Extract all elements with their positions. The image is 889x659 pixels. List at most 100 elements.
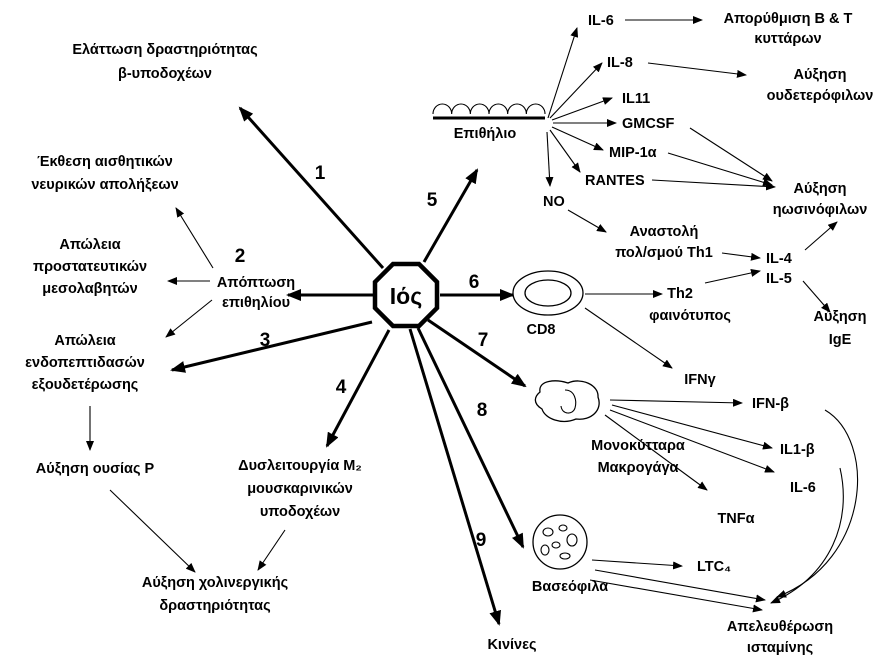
basophil-granule — [566, 533, 578, 547]
th2-phenotype: Th2 φαινότυπος — [649, 286, 731, 324]
arrow-epithelium-to-il6 — [547, 27, 579, 119]
arrow-monocyte-to-tnf-alpha — [604, 414, 708, 491]
arrow-epithelium-to-il8 — [549, 62, 603, 119]
mediator-ltc4: LTC₄ — [697, 559, 731, 575]
histamine-line-1: Απελευθέρωση — [727, 619, 833, 635]
epithelium-node: Επιθήλιο — [432, 103, 546, 142]
basophil-cell — [532, 514, 588, 570]
ige-line-1: Αύξηση — [813, 309, 866, 325]
ige-line-2: IgE — [829, 332, 852, 348]
epithelium-label: Επιθήλιο — [454, 126, 517, 142]
pathway-number-2: 2 — [235, 246, 246, 267]
arrow-apoptosis-to-sensory — [175, 207, 214, 269]
basophil-granule — [559, 552, 571, 560]
m2-dysfunction-line-2: μουσκαρινικών — [247, 481, 353, 497]
cd8-cell-inner — [524, 279, 572, 307]
eosinophils-outcome: Αύξηση ηωσινόφιλων — [773, 181, 868, 218]
arrow-rantes-to-eosinophils — [651, 179, 776, 191]
epithelial-apoptosis-line-2: επιθηλίου — [222, 295, 290, 311]
epithelial-apoptosis-effect: Απόπτωση επιθηλίου — [217, 275, 295, 311]
mediator-gmcsf: GMCSF — [622, 116, 675, 132]
sensory-nerves-effect: Έκθεση αισθητικών νευρικών απολήξεων — [31, 154, 178, 193]
cytokine-il5: IL-5 — [766, 271, 792, 287]
endopeptidases-line-2: ενδοπεπτιδασών — [25, 355, 145, 371]
pathway-number-5: 5 — [427, 190, 438, 211]
protective-mediators-line-1: Απώλεια — [59, 237, 120, 253]
mediator-no: NO — [543, 194, 565, 210]
arrow-m2-to-cholinergic — [257, 529, 286, 571]
arrow-basophil-to-ltc4 — [591, 559, 683, 570]
arrow-epithelium-to-no — [545, 131, 554, 187]
arrow-basophil-to-histamine-2 — [589, 579, 763, 613]
substance-p-effect: Αύξηση ουσίας P — [36, 461, 155, 477]
arrow-apoptosis-to-endopeptidases — [165, 299, 213, 338]
neutrophils-outcome: Αύξηση ουδετερόφιλων — [767, 67, 874, 104]
bt-dysregulation-line-2: κυττάρων — [754, 31, 821, 47]
arrow-pathway-1 — [238, 106, 385, 269]
virus-octagon — [372, 261, 440, 329]
cd8-label: CD8 — [526, 322, 555, 338]
mediator-il6: IL-6 — [588, 13, 614, 29]
protective-mediators-effect: Απώλεια προστατευτικών μεσολαβητών — [33, 237, 147, 297]
sensory-nerves-line-2: νευρικών απολήξεων — [31, 177, 178, 193]
m2-dysfunction-effect: Δυσλειτουργία M₂ μουσκαρινικών υποδοχέων — [238, 458, 362, 520]
th2-line-2: φαινότυπος — [649, 308, 731, 324]
m2-dysfunction-line-1: Δυσλειτουργία M₂ — [238, 458, 362, 474]
monocyte-label: Μονοκύτταρα Μακρογάγα — [591, 438, 685, 476]
arrow-substance-p-to-cholinergic — [109, 489, 196, 573]
mediator-mip1a: MIP-1α — [609, 145, 657, 161]
sensory-nerves-line-1: Έκθεση αισθητικών — [37, 154, 173, 170]
histamine-outcome: Απελευθέρωση ισταμίνης — [727, 619, 833, 656]
mediator-rantes: RANTES — [585, 173, 645, 189]
kinins-effect: Κινίνες — [487, 637, 536, 653]
protective-mediators-line-3: μεσολαβητών — [42, 281, 137, 297]
arrow-il8-to-neutrophils — [647, 62, 747, 78]
bt-dysregulation-line-1: Απορύθμιση B & T — [724, 11, 853, 27]
arrow-il5-to-ige — [802, 280, 831, 313]
arrow-il1-beta-to-histamine — [770, 467, 844, 604]
arrow-pathway-7 — [427, 318, 527, 388]
arrow-th2-to-il5 — [704, 269, 761, 284]
monocyte-cell — [534, 380, 600, 423]
arrow-gmcsf-to-eosinophils — [689, 127, 773, 182]
bt-dysregulation-outcome: Απορύθμιση B & T κυττάρων — [724, 11, 853, 47]
arrow-monocyte-to-il6 — [609, 409, 775, 473]
arrow-mip1a-to-eosinophils — [667, 152, 773, 187]
basophil-label: Βασεόφιλα — [532, 579, 608, 595]
arrow-epithelium-to-il11 — [551, 97, 613, 121]
epithelium-cilia — [432, 103, 546, 115]
beta-receptors-line-1: Ελάττωση δραστηριότητας — [72, 42, 257, 58]
cytokine-il1-beta: IL1-β — [780, 442, 815, 458]
basophil-granule — [558, 524, 568, 532]
arrow-monocyte-to-il1-beta — [611, 404, 773, 450]
arrow-pathway-5 — [422, 168, 479, 263]
virus-node: Ιός — [372, 261, 440, 329]
eosinophils-line-2: ηωσινόφιλων — [773, 202, 868, 218]
protective-mediators-line-2: προστατευτικών — [33, 259, 147, 275]
arrow-th1-to-il4 — [721, 252, 761, 261]
arrow-epithelium-to-mip1a — [551, 126, 604, 151]
m2-dysfunction-line-3: υποδοχέων — [260, 504, 340, 520]
pathway-number-8: 8 — [477, 400, 488, 421]
ige-outcome: Αύξηση IgE — [813, 309, 866, 348]
basophil-cell-outline — [532, 514, 588, 570]
arrow-pathway-3 — [170, 320, 373, 373]
arrow-pathway-8 — [416, 327, 525, 549]
neutrophils-line-1: Αύξηση — [793, 67, 846, 83]
arrow-pathway-9 — [408, 328, 501, 626]
basophil-granule — [540, 544, 550, 556]
th2-line-1: Th2 — [667, 286, 693, 302]
arrow-epithelium-to-rantes — [549, 129, 581, 173]
beta-receptors-line-2: β-υποδοχέων — [118, 66, 212, 82]
eosinophils-line-1: Αύξηση — [793, 181, 846, 197]
monocyte-label-line-1: Μονοκύτταρα — [591, 438, 685, 454]
arrow-cd8-to-ifn-gamma — [584, 307, 673, 369]
beta-receptors-effect: Ελάττωση δραστηριότητας β-υποδοχέων — [72, 42, 257, 82]
cytokine-il6-monocyte: IL-6 — [790, 480, 816, 496]
arrow-basophil-to-histamine-1 — [594, 569, 766, 603]
pathway-number-3: 3 — [260, 330, 271, 351]
pathway-number-7: 7 — [478, 330, 489, 351]
monocyte-cell-outline — [534, 380, 600, 423]
virus-label: Ιός — [390, 283, 422, 309]
